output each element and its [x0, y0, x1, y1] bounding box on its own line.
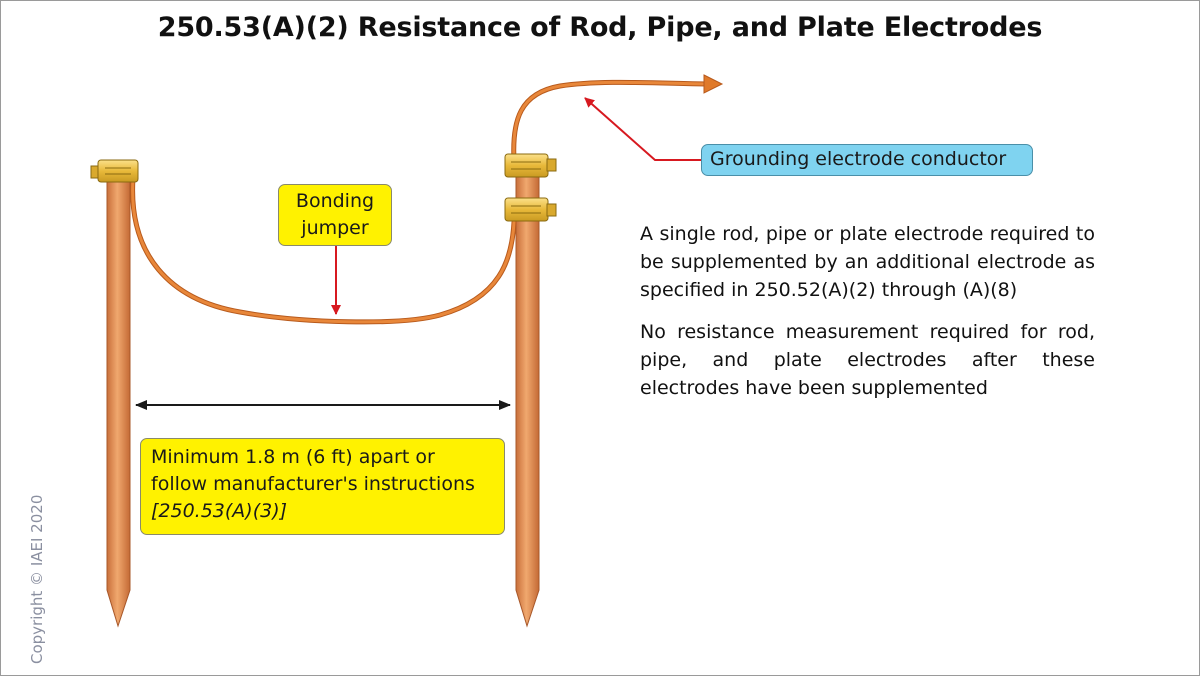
left-ground-rod	[106, 159, 131, 628]
supplemental-electrode-note: A single rod, pipe or plate electrode re…	[640, 223, 1095, 301]
conductor-direction-arrowhead	[703, 74, 724, 94]
left-rod-clamp	[90, 159, 139, 183]
rod-spacing-label-line-2: follow manufacturer's instructions	[151, 473, 475, 495]
right-rod-lower-clamp	[504, 197, 557, 222]
gec-pointer-arrow	[584, 97, 701, 161]
rod-spacing-label: Minimum 1.8 m (6 ft) apart or follow man…	[140, 438, 505, 535]
copyright-notice: Copyright © IAEI 2020	[28, 494, 46, 664]
bonding-jumper-label-line-1: Bonding	[295, 190, 375, 212]
bonding-jumper-label-line-2: jumper	[301, 217, 369, 239]
rod-spacing-code-reference: [250.53(A)(3)]	[151, 500, 288, 522]
resistance-measurement-note: No resistance measurement required for r…	[640, 321, 1095, 399]
right-ground-rod	[515, 159, 540, 628]
right-rod-upper-clamp	[504, 153, 557, 178]
figure-title: 250.53(A)(2) Resistance of Rod, Pipe, an…	[157, 12, 1043, 43]
bonding-jumper-label: Bonding jumper	[278, 184, 392, 246]
grounding-electrode-conductor-label: Grounding electrode conductor	[701, 144, 1033, 176]
rod-spacing-label-line-1: Minimum 1.8 m (6 ft) apart or	[151, 446, 435, 468]
